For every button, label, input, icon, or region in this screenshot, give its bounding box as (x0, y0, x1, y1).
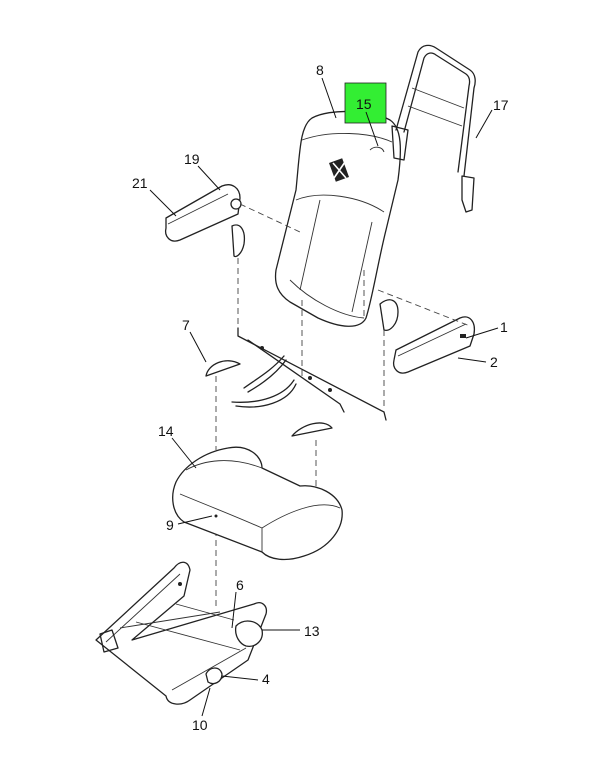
seat-cushion (172, 446, 343, 561)
callout-13: 13 (304, 623, 320, 639)
armrest-right (392, 316, 476, 374)
callout-1: 1 (500, 319, 508, 335)
callout-17: 17 (493, 97, 509, 113)
callout-9: 9 (166, 517, 174, 533)
callout-7: 7 (182, 317, 190, 333)
callout-2: 2 (490, 354, 498, 370)
side-cover-right (291, 422, 333, 437)
side-cover-left (205, 360, 241, 377)
seat-base-frame (95, 561, 268, 705)
callout-8: 8 (316, 62, 324, 78)
callout-15: 15 (356, 96, 372, 112)
callout-14: 14 (158, 423, 174, 439)
callout-10: 10 (192, 717, 208, 733)
callout-19: 19 (184, 151, 200, 167)
pad-left (231, 224, 246, 258)
callout-21: 21 (132, 175, 148, 191)
highlight-box-15 (344, 82, 387, 124)
wire-harness (231, 327, 387, 421)
seat-logo-icon (329, 158, 349, 182)
headrest-frame (391, 44, 476, 213)
armrest-left (164, 184, 301, 242)
seat-back (274, 110, 402, 327)
callout-4: 4 (262, 671, 270, 687)
leader-lines (149, 77, 499, 717)
callout-6: 6 (236, 577, 244, 593)
pad-right (379, 299, 399, 331)
